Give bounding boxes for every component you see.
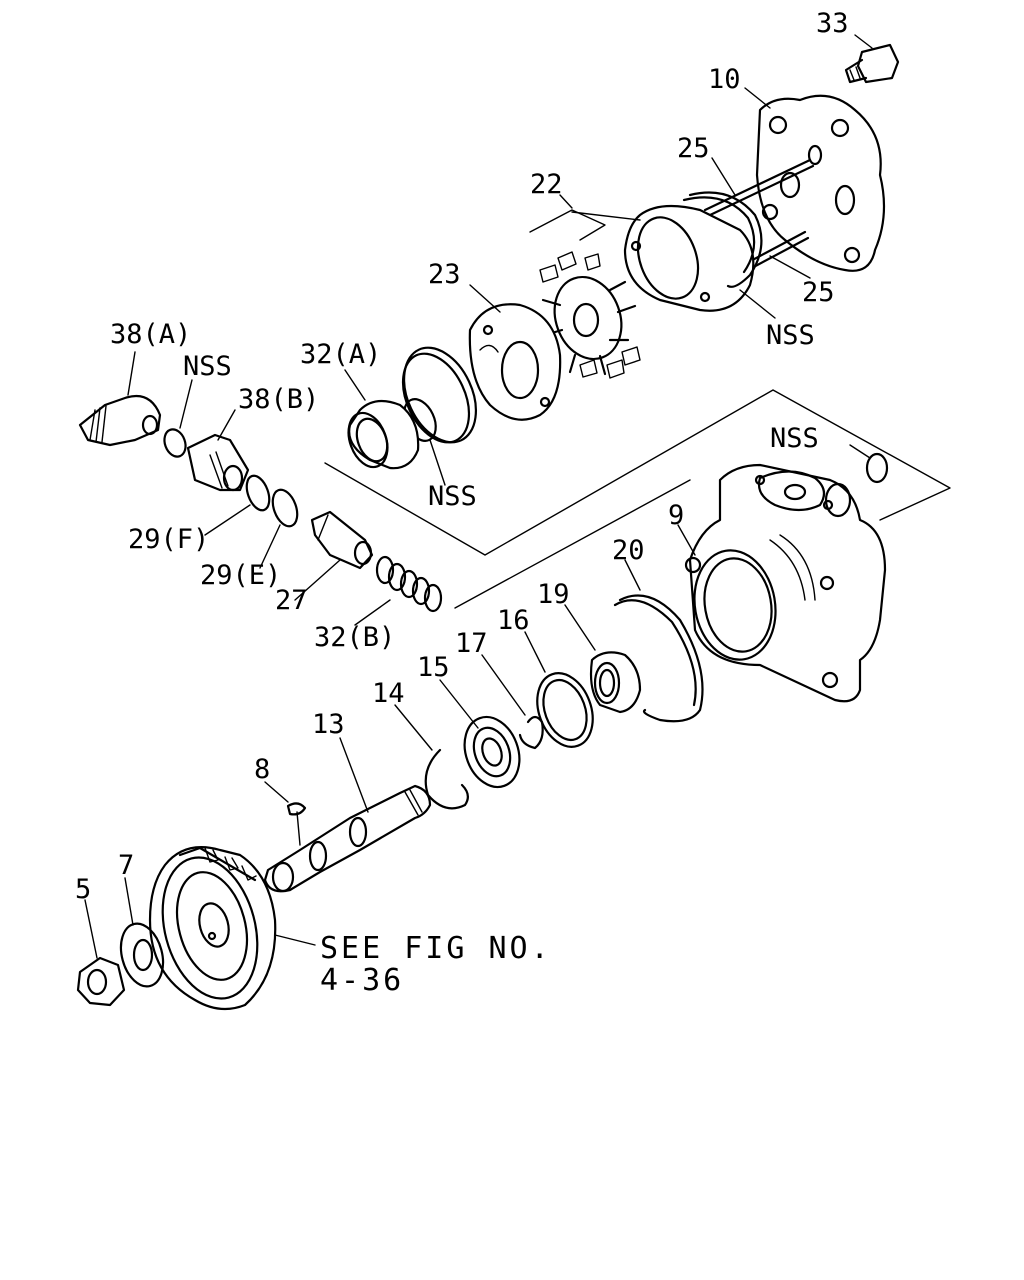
- part-13-shaft: [263, 784, 432, 893]
- boundary-lines: [324, 389, 951, 556]
- part-17-snapring: [518, 715, 544, 750]
- leader-19: [564, 604, 596, 651]
- label-38a: 38(A): [110, 319, 191, 350]
- leader-9: [677, 524, 696, 556]
- pulley-assembly: [148, 846, 277, 1011]
- part-nss-oring-body: [865, 452, 889, 484]
- label-33: 33: [816, 8, 849, 39]
- part-19-seal: [589, 651, 642, 714]
- part-8-key: [286, 802, 307, 816]
- part-10-cover: [755, 94, 886, 272]
- leader-22: [559, 194, 573, 209]
- part-20-ring: [613, 594, 704, 723]
- part-33-bolt: [844, 43, 900, 84]
- leader-38a: [127, 351, 136, 396]
- leader-8b: [296, 811, 301, 846]
- leader-25b: [769, 255, 811, 279]
- label-16: 16: [497, 605, 530, 636]
- part-14-circlip: [424, 748, 469, 810]
- see-fig-note-line1: SEE FIG NO.: [320, 931, 552, 966]
- label-5: 5: [75, 874, 91, 905]
- leader-17: [481, 654, 526, 716]
- leader-32b: [354, 599, 391, 626]
- label-29e: 29(E): [200, 560, 281, 591]
- leader-10: [744, 87, 771, 109]
- leader-13: [339, 737, 369, 813]
- part-23-plate: [468, 303, 562, 421]
- leader-33: [854, 34, 873, 49]
- label-7: 7: [118, 850, 134, 881]
- leader-38b: [217, 409, 236, 441]
- label-19: 19: [537, 579, 570, 610]
- leader-16: [524, 631, 546, 673]
- leader-nss-oring: [739, 289, 776, 319]
- part-32b-spring: [375, 555, 443, 613]
- leader-15: [439, 679, 479, 729]
- leader-nss-orings: [429, 439, 446, 486]
- label-20: 20: [612, 535, 645, 566]
- label-23: 23: [428, 259, 461, 290]
- part-7-washer: [119, 922, 165, 988]
- leader-32a: [344, 369, 366, 401]
- label-nss-1: NSS: [183, 351, 232, 382]
- leader-5: [84, 899, 98, 959]
- label-nss-2: NSS: [766, 320, 815, 351]
- label-27: 27: [275, 585, 308, 616]
- label-32a: 32(A): [300, 339, 381, 370]
- label-17: 17: [455, 628, 488, 659]
- label-nss-4: NSS: [770, 423, 819, 454]
- label-25a: 25: [677, 133, 710, 164]
- part-29f-oring: [245, 474, 271, 512]
- leader-25a: [711, 157, 736, 196]
- label-38b: 38(B): [238, 384, 319, 415]
- see-fig-note-line2: 4-36: [320, 963, 404, 998]
- label-22: 22: [530, 169, 563, 200]
- leader-27: [294, 559, 341, 601]
- label-13: 13: [312, 709, 345, 740]
- boundary-line-lower: [454, 479, 691, 609]
- part-5-nut: [76, 956, 126, 1007]
- part-22-rotor: [529, 209, 641, 379]
- part-nss-oring-small: [163, 428, 187, 458]
- part-32a-seal: [347, 399, 420, 470]
- label-14: 14: [372, 678, 405, 709]
- leader-nss-small: [179, 379, 193, 429]
- label-15: 15: [417, 652, 450, 683]
- label-9: 9: [668, 500, 684, 531]
- label-25b: 25: [802, 277, 835, 308]
- part-22-cam-ring: [623, 191, 763, 312]
- part-15-bearing: [463, 715, 521, 789]
- leader-29f: [204, 504, 251, 536]
- leader-14: [394, 704, 433, 751]
- leader-29e: [259, 524, 281, 569]
- part-38b-fitting: [186, 433, 250, 492]
- leader-20: [624, 559, 641, 591]
- label-32b: 32(B): [314, 622, 395, 653]
- part-27-valve: [310, 510, 374, 570]
- leader-see-fig: [274, 934, 316, 946]
- leader-23: [469, 284, 501, 313]
- label-8: 8: [254, 754, 270, 785]
- leader-nss-body: [849, 444, 871, 459]
- label-nss-3: NSS: [428, 481, 477, 512]
- label-29f: 29(F): [128, 524, 209, 555]
- leader-7: [124, 877, 134, 926]
- part-38a-fitting: [78, 394, 162, 447]
- part-29e-oring: [271, 488, 299, 528]
- label-10: 10: [708, 64, 741, 95]
- part-9-pump-body: [684, 463, 887, 703]
- leader-8: [264, 781, 289, 803]
